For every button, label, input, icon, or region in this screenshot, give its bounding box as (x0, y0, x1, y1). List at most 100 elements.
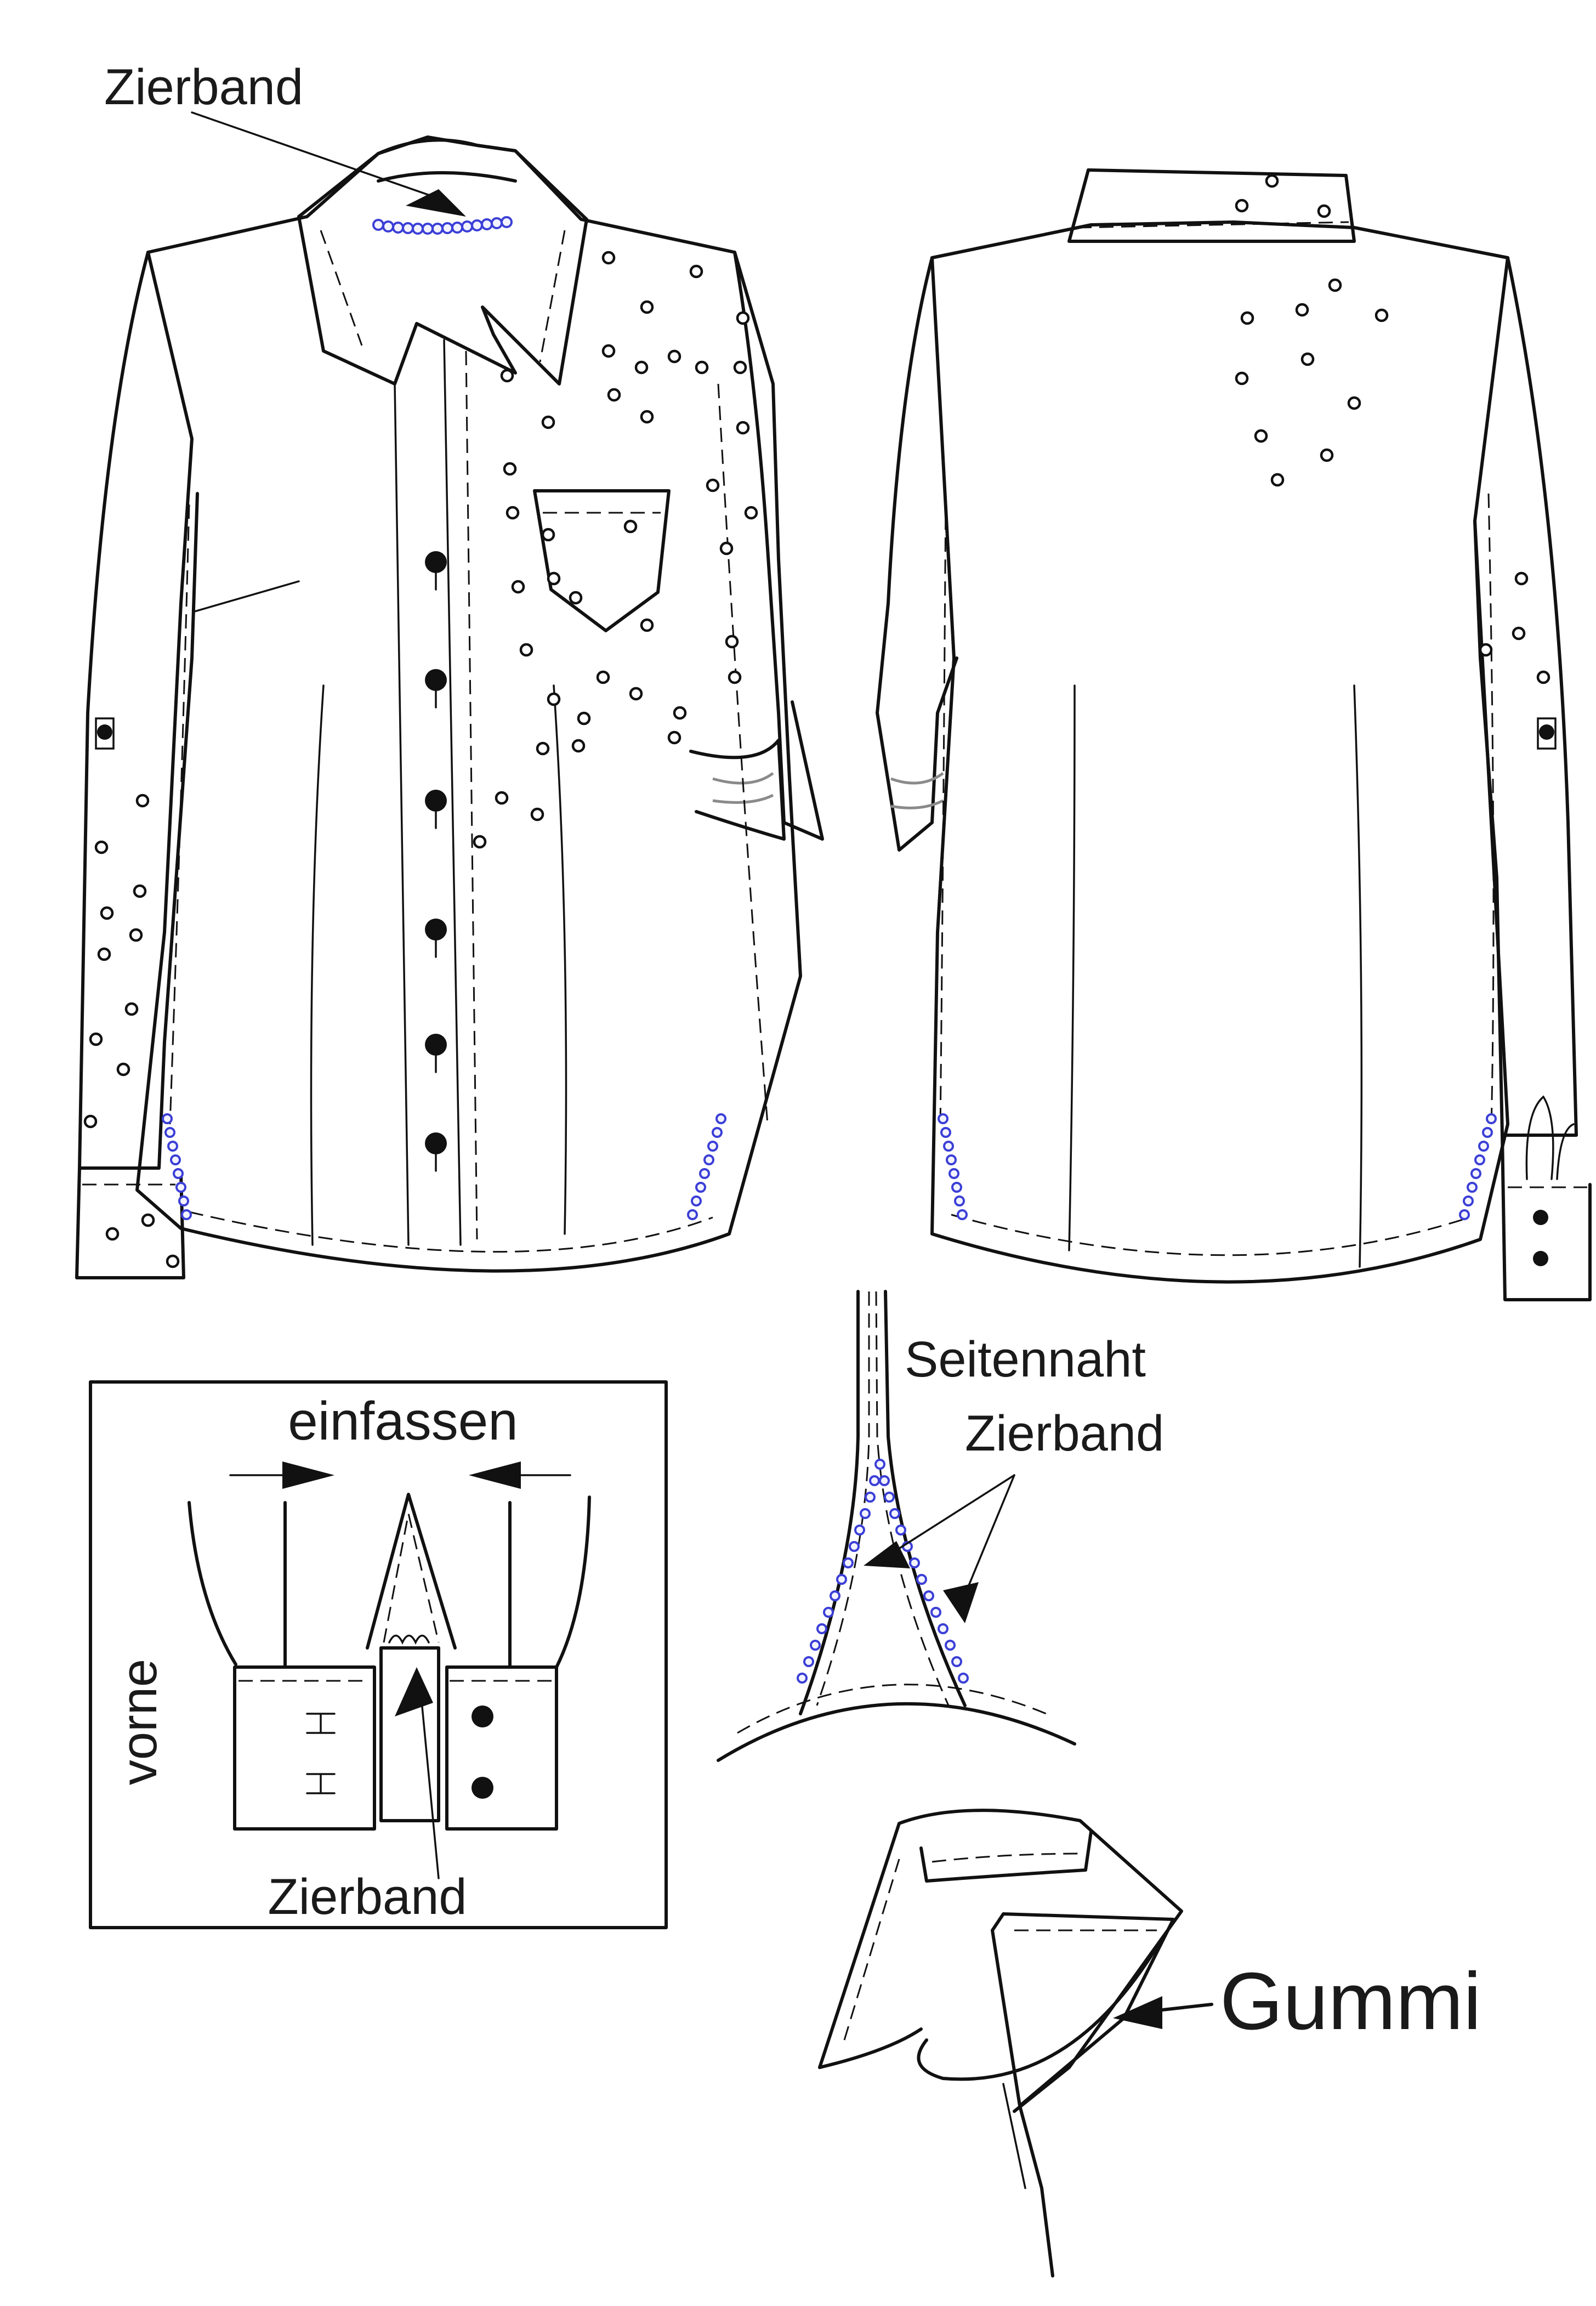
back-vent-lace-right (1459, 1113, 1497, 1220)
back-roll-shade-2 (890, 799, 944, 809)
back-seam-right (1353, 684, 1363, 1268)
back-collar-stitch (1077, 221, 1349, 229)
side-seam-lace (797, 1459, 969, 1684)
back-studs (1235, 174, 1550, 684)
back-vent-lace-left (938, 1113, 968, 1220)
front-side-stitch-left (169, 504, 190, 1125)
front-left-cuff (75, 1166, 185, 1279)
side-zierband-leader-1 (893, 1474, 1015, 1553)
front-right-roll (689, 739, 786, 841)
neck-zierband-arrow (406, 189, 466, 217)
gummi-loop (917, 1945, 1158, 2081)
back-side-stitch-right (1487, 493, 1495, 1130)
front-roll-shade-2 (712, 794, 774, 804)
side-seam-left-edge (799, 1290, 860, 1715)
cuff-placket-stitch (383, 1513, 440, 1643)
back-right-cuff (1501, 1134, 1592, 1301)
gummi-arrow (1113, 1996, 1162, 2029)
collar-detail-stitch-left (843, 1859, 900, 2041)
side-seam-detail: Seitennaht Zierband (717, 1290, 1164, 1762)
front-dart (194, 580, 300, 613)
back-cuff-tab (1556, 1123, 1575, 1180)
cuff-left-piece (233, 1665, 376, 1831)
chest-pocket (533, 489, 671, 632)
cuff-sleeve-right (555, 1495, 591, 1669)
front-right-sleeve (733, 251, 824, 841)
front-left-sleeve (78, 251, 199, 1170)
einfassen-label: einfassen (288, 1391, 518, 1451)
side-seam-hem-stitch (737, 1684, 1053, 1734)
side-zierband-label: Zierband (965, 1406, 1164, 1461)
collar-detail-placket (1018, 2104, 1054, 2277)
cuff-zierband-arrow (395, 1667, 433, 1716)
collar-detail-stand-stitch (932, 1852, 1083, 1863)
front-vent-lace-right (687, 1113, 726, 1220)
cuff-right-piece (445, 1665, 558, 1831)
front-collar-stitch-right (539, 230, 566, 362)
front-vent-lace-left (162, 1113, 192, 1220)
vorne-label: vorne (111, 1659, 167, 1785)
einfassen-arrow-right-head (469, 1461, 521, 1489)
back-cuff-placket-loop (1525, 1095, 1554, 1180)
collar-detail-outline (818, 1809, 1183, 2113)
front-studs (83, 251, 758, 1268)
top-zierband-leader (191, 111, 437, 199)
front-buttons (425, 551, 447, 1172)
cuff-placket-scallop (388, 1634, 430, 1645)
back-roll-shade (890, 772, 944, 785)
cuff-placket-piece (379, 1646, 440, 1822)
back-right-sleeve (1473, 256, 1578, 1137)
front-hem-stitch (189, 1211, 713, 1253)
box-zierband-label: Zierband (268, 1869, 467, 1925)
einfassen-arrow-left-head (282, 1461, 334, 1489)
back-left-sleeve (876, 256, 958, 852)
side-seam-stitch-left (816, 1291, 870, 1706)
back-seam-left (1068, 684, 1076, 1251)
front-collar-stitch-left (320, 230, 363, 346)
back-body-outline (930, 220, 1509, 1284)
front-sleeve-tab (95, 717, 115, 750)
collar-detail-stand (919, 1830, 1093, 1883)
gummi-leader (1161, 2003, 1213, 2012)
cuff-zierband-leader (418, 1677, 440, 1879)
back-cuff-button-1 (1533, 1210, 1548, 1225)
front-sleeve-tab-button (97, 724, 112, 740)
back-sleeve-tab (1537, 717, 1557, 750)
cuff-placket-point (366, 1493, 457, 1650)
seitennaht-label: Seitennaht (905, 1332, 1146, 1387)
cuff-buttonhole-1 (306, 1713, 336, 1734)
cuff-detail-frame (89, 1380, 668, 1929)
cuff-button-1 (472, 1706, 493, 1727)
side-zierband-arrow-2 (943, 1582, 979, 1623)
front-body-outline (135, 135, 802, 1273)
placket-right-line (443, 339, 462, 1246)
collar-detail-fold (991, 1912, 1175, 2107)
collar-detail: Gummi (818, 1809, 1481, 2277)
collar-detail-lower (818, 2027, 923, 2069)
front-view (75, 111, 824, 1279)
cuff-detail-box: einfassen vorne Zierband (89, 1380, 668, 1929)
top-zierband-label: Zierband (104, 59, 303, 115)
front-collar-stand (377, 171, 517, 183)
neckline-lace (372, 216, 513, 235)
front-seam-right (553, 684, 567, 1235)
placket-left-line (394, 383, 410, 1246)
front-seam-left (310, 684, 325, 1246)
front-roll-shade (712, 772, 774, 785)
side-seam-hem (717, 1702, 1076, 1762)
collar-detail-placket-inner (1002, 2083, 1026, 2189)
back-sleeve-tab-button (1539, 724, 1554, 740)
cuff-button-2 (472, 1777, 493, 1799)
back-view (876, 168, 1592, 1301)
front-side-stitch-right (717, 383, 769, 1125)
front-collar (297, 138, 588, 386)
back-collar (1067, 168, 1356, 243)
placket-stitch (465, 350, 478, 1240)
cuff-sleeve-left (188, 1501, 237, 1666)
gummi-label: Gummi (1220, 1956, 1481, 2047)
back-cuff-button-2 (1533, 1251, 1548, 1266)
cuff-buttonhole-2 (306, 1773, 336, 1794)
back-hem-stitch (951, 1214, 1470, 1256)
